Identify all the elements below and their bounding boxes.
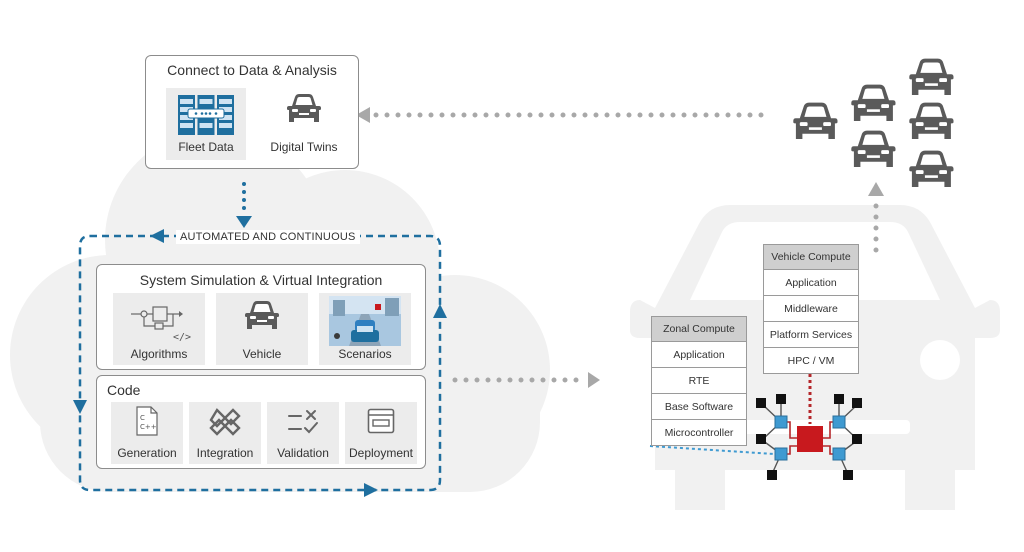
server-rack-icon: [178, 95, 234, 135]
fleet-car-icon: [851, 84, 896, 121]
fleet-to-data-connector: [356, 107, 775, 123]
simulation-title: System Simulation & Virtual Integration: [139, 272, 383, 288]
loop-arrowheads: [73, 229, 447, 497]
fleet-car-icon: [793, 102, 838, 139]
zonal-layer: Base Software: [651, 394, 747, 420]
vehicle-to-fleet-connector: [868, 182, 884, 253]
algorithms-label: Algorithms: [130, 347, 188, 361]
data-to-loop-connector: [236, 182, 252, 228]
code-title: Code: [107, 382, 141, 398]
car-icon: [287, 94, 321, 122]
svg-text:C: C: [140, 414, 145, 422]
validation-label: Validation: [277, 446, 329, 460]
digital-twins-tile: Digital Twins: [258, 88, 350, 160]
integration-tile: Integration: [189, 402, 261, 464]
scenarios-tile: Scenarios: [319, 293, 411, 365]
data-analysis-panel: Connect to Data & Analysis Fleet Data Di…: [145, 55, 359, 169]
vehicle-tile: Vehicle: [216, 293, 308, 365]
fleet-car-icon: [909, 102, 954, 139]
vehicle-layer: HPC / VM: [763, 348, 859, 374]
validation-tile: Validation: [267, 402, 339, 464]
data-analysis-title: Connect to Data & Analysis: [167, 62, 337, 78]
car-icon: [245, 301, 279, 329]
code-file-icon: C C++: [136, 406, 158, 436]
block-diagram-icon: </>: [131, 306, 191, 342]
ecu-network: [649, 368, 862, 480]
interlock-icon: [209, 408, 241, 436]
svg-text:C++: C++: [140, 423, 157, 431]
integration-label: Integration: [196, 446, 254, 460]
zonal-compute-title: Zonal Compute: [651, 316, 747, 342]
fleet-car-icon: [909, 58, 954, 95]
automated-loop: [78, 234, 442, 492]
zonal-layer: RTE: [651, 368, 747, 394]
zonal-compute-stack: Zonal Compute Application RTE Base Softw…: [651, 316, 747, 446]
road-scene-icon: [329, 296, 401, 346]
scenarios-label: Scenarios: [338, 347, 392, 361]
fleet-cars: [793, 58, 954, 187]
vehicle-layer: Middleware: [763, 296, 859, 322]
deployment-label: Deployment: [348, 446, 414, 460]
vehicle-compute-title: Vehicle Compute: [763, 244, 859, 270]
fleet-car-icon: [909, 150, 954, 187]
algorithms-tile: </> Algorithms: [113, 293, 205, 365]
deploy-window-icon: [367, 408, 395, 434]
check-cross-icon: [288, 410, 318, 434]
generation-tile: C C++ Generation: [111, 402, 183, 464]
code-to-vehicle-connector: [452, 372, 600, 388]
vehicle-compute-stack: Vehicle Compute Application Middleware P…: [763, 244, 859, 374]
automated-continuous-label: AUTOMATED AND CONTINUOUS: [176, 230, 360, 244]
vehicle-layer: Application: [763, 270, 859, 296]
fleet-data-tile: Fleet Data: [166, 88, 246, 160]
code-panel: Code C C++ Generation Integration: [96, 375, 426, 469]
zonal-layer: Microcontroller: [651, 420, 747, 446]
simulation-panel: System Simulation & Virtual Integration …: [96, 264, 426, 370]
generation-label: Generation: [117, 446, 177, 460]
fleet-car-icon: [851, 130, 896, 167]
zonal-layer: Application: [651, 342, 747, 368]
deployment-tile: Deployment: [345, 402, 417, 464]
fleet-data-label: Fleet Data: [178, 140, 234, 154]
svg-text:</>: </>: [173, 332, 191, 342]
vehicle-label: Vehicle: [242, 347, 282, 361]
vehicle-layer: Platform Services: [763, 322, 859, 348]
digital-twins-label: Digital Twins: [270, 140, 338, 154]
